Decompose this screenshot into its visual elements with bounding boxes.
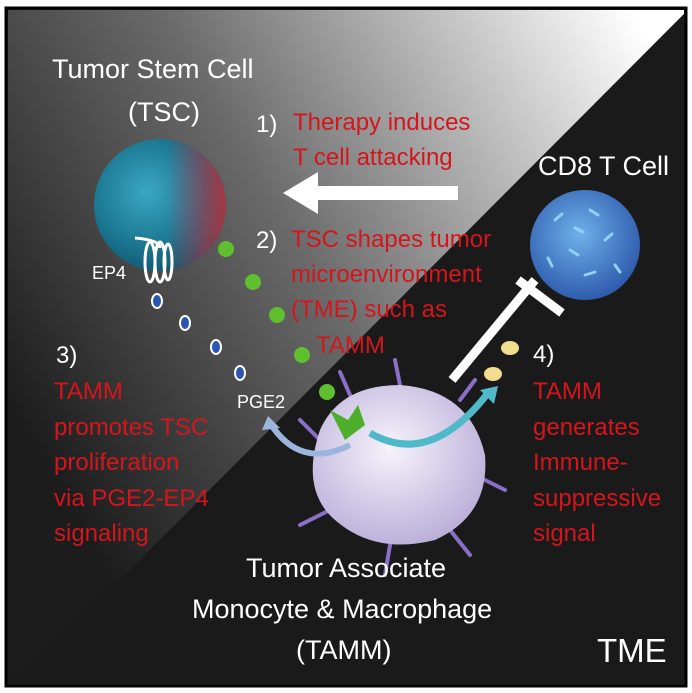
- cd8-label: CD8 T Cell: [538, 151, 670, 181]
- green-receptor-icon: [330, 405, 365, 440]
- tme-corner-label: TME: [597, 632, 667, 669]
- tsc-title: Tumor Stem Cell: [52, 54, 254, 84]
- step3-line3: proliferation: [54, 449, 180, 476]
- tamm-label-line3: (TAMM): [296, 635, 392, 665]
- step2-number: 2): [256, 227, 278, 254]
- step1-line2: T cell attacking: [293, 144, 453, 171]
- pge2-dots: [151, 293, 246, 381]
- pge2-curve-arrow-icon: [267, 421, 352, 457]
- step4-line2: generates: [533, 414, 640, 441]
- tsc-abbrev: (TSC): [128, 97, 200, 127]
- step3-line1: TAMM: [54, 378, 123, 405]
- green-signal-dots: [218, 241, 335, 400]
- signal-curve-arrow-icon: [368, 390, 491, 448]
- cd8-t-cell-icon: [530, 190, 640, 300]
- step4-line1: TAMM: [533, 378, 602, 405]
- ep4-receptor-icon: [134, 236, 174, 284]
- step4-line5: signal: [533, 520, 596, 547]
- tamm-label-line2: Monocyte & Macrophage: [192, 594, 493, 624]
- step3-line2: promotes TSC: [54, 414, 209, 441]
- tme-region: [28, 14, 684, 684]
- step2-line3: (TME) such as: [291, 296, 448, 323]
- step3-line4: via PGE2-EP4: [54, 485, 209, 512]
- tumor-stem-cell-icon: [94, 139, 226, 271]
- step1-line1: Therapy induces: [293, 109, 471, 136]
- inhibition-bar-icon: [448, 276, 565, 383]
- step2-line4: TAMM: [316, 332, 385, 359]
- step1-number: 1): [256, 111, 278, 138]
- step4-line4: suppressive: [533, 485, 662, 512]
- step3-line5: signaling: [54, 520, 149, 547]
- step2-line2: microenvironment: [291, 261, 482, 288]
- therapy-arrow-icon: [283, 172, 458, 214]
- signal-arrowhead-icon: [480, 386, 498, 404]
- step4-line3: Immune-: [533, 449, 628, 476]
- step2-line1: TSC shapes tumor: [291, 226, 492, 253]
- step4-number: 4): [533, 341, 555, 368]
- tamm-label-line1: Tumor Associate: [246, 553, 447, 583]
- immune-suppressive-dots: [484, 341, 519, 381]
- pge2-label: PGE2: [237, 392, 286, 412]
- step3-number: 3): [56, 342, 78, 369]
- ep4-label: EP4: [92, 263, 127, 283]
- pge2-arrowhead-icon: [262, 416, 280, 430]
